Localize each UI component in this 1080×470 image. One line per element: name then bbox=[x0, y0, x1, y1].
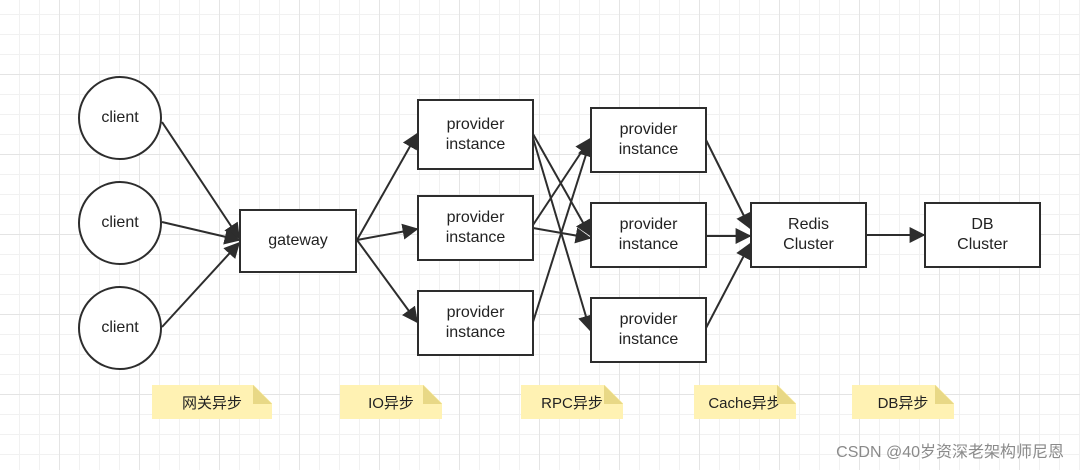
client-node-3: client bbox=[78, 286, 162, 370]
note-io-async-label: IO异步 bbox=[368, 394, 414, 412]
note-io-async: IO异步 bbox=[340, 385, 442, 419]
note-fold-icon bbox=[935, 385, 954, 404]
note-gateway-async-label: 网关异步 bbox=[181, 394, 242, 412]
edge-provider6-redis bbox=[705, 242, 751, 329]
note-db-async: DB异步 bbox=[852, 385, 954, 419]
edge-provider1-provider5 bbox=[532, 133, 591, 237]
provider-instance-node-2: provider instance bbox=[417, 195, 534, 261]
db-cluster-node: DB Cluster bbox=[924, 202, 1041, 268]
edge-provider4-redis bbox=[705, 139, 751, 230]
provider-instance-node-4: provider instance bbox=[590, 107, 707, 173]
redis-cluster-node: Redis Cluster bbox=[750, 202, 867, 268]
edge-provider3-provider4 bbox=[532, 140, 594, 323]
edge-client2-gateway bbox=[161, 221, 241, 245]
note-rpc-async-label: RPC异步 bbox=[541, 394, 603, 412]
client-node-2: client bbox=[78, 181, 162, 265]
gateway-node: gateway bbox=[239, 209, 357, 273]
edge-client1-gateway bbox=[161, 121, 240, 240]
note-rpc-async: RPC异步 bbox=[521, 385, 623, 419]
edge-gateway-provider2 bbox=[356, 223, 419, 241]
edge-gateway-provider1 bbox=[356, 132, 418, 241]
edge-provider2-provider4 bbox=[532, 137, 591, 226]
note-db-async-label: DB异步 bbox=[877, 394, 929, 412]
note-cache-async: Cache异步 bbox=[694, 385, 796, 419]
client-node-1: client bbox=[78, 76, 162, 160]
note-fold-icon bbox=[604, 385, 623, 404]
note-gateway-async: 网关异步 bbox=[152, 385, 272, 419]
note-cache-async-label: Cache异步 bbox=[708, 394, 782, 412]
note-fold-icon bbox=[423, 385, 442, 404]
note-fold-icon bbox=[777, 385, 796, 404]
edge-gateway-provider3 bbox=[356, 239, 418, 324]
note-fold-icon bbox=[253, 385, 272, 404]
provider-instance-node-5: provider instance bbox=[590, 202, 707, 268]
edge-client3-gateway bbox=[161, 241, 241, 328]
provider-instance-node-3: provider instance bbox=[417, 290, 534, 356]
provider-instance-node-1: provider instance bbox=[417, 99, 534, 170]
watermark-text: CSDN @40岁资深老架构师尼恩 bbox=[836, 444, 1064, 461]
provider-instance-node-6: provider instance bbox=[590, 297, 707, 363]
